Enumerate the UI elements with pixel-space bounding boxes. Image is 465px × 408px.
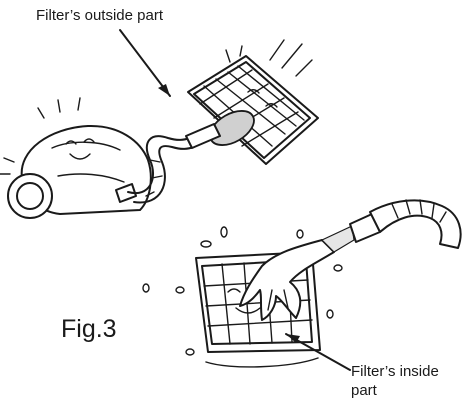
water-hose-icon [322, 200, 461, 252]
filter-inside-label-line1: Filter’s inside [351, 362, 439, 381]
figure-caption: Fig.3 [61, 315, 117, 344]
filter-outside-icon [188, 40, 318, 164]
filter-inside-label: Filter’s inside part [351, 362, 439, 400]
vacuum-cleaner-icon [8, 126, 151, 218]
filter-inside-label-line2: part [351, 381, 439, 400]
filter-outside-label: Filter’s outside part [36, 7, 163, 24]
outside-label-arrow [120, 30, 170, 96]
